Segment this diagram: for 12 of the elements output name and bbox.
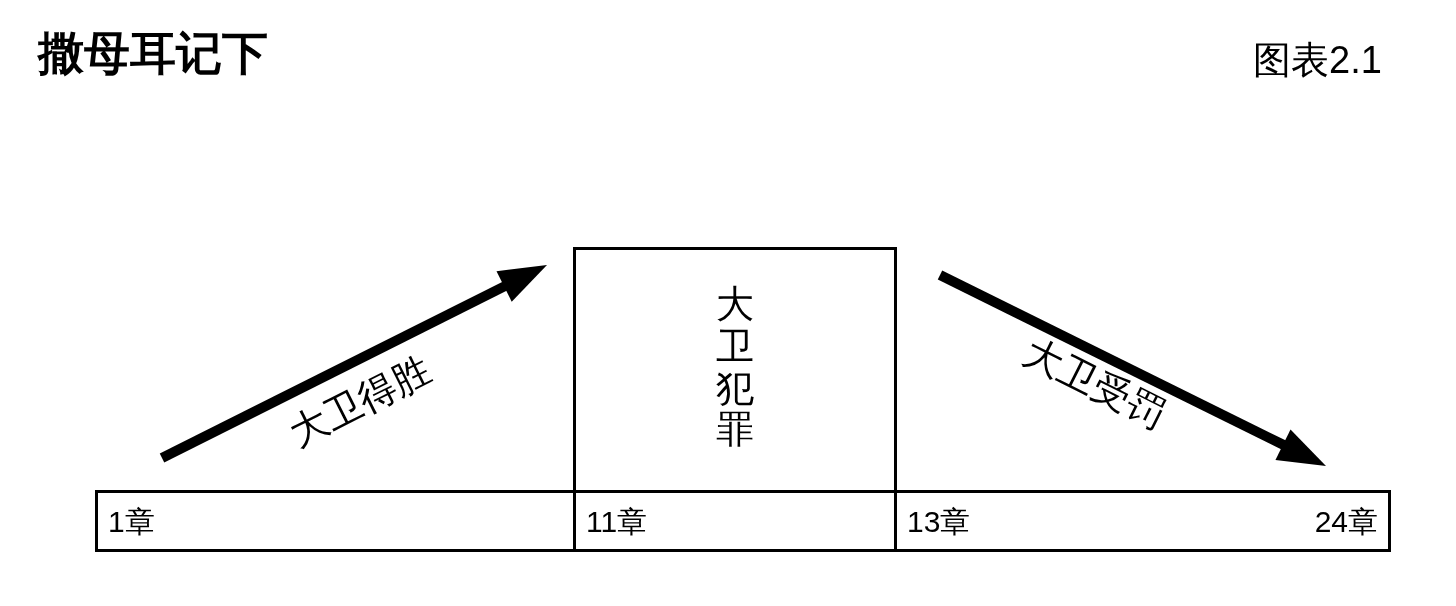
chapter-label: 11章 [586, 504, 648, 538]
box-label: 大卫犯罪 [716, 284, 754, 452]
event-box [573, 247, 897, 493]
chapter-segment [894, 490, 1391, 552]
arrow-label: 大卫得胜 [283, 349, 439, 455]
figure-number: 图表2.1 [1253, 40, 1382, 82]
diagram-title: 撒母耳记下 [38, 28, 268, 79]
arrow-label: 大卫受罚 [1016, 331, 1172, 437]
chapter-label: 24章 [1314, 504, 1378, 538]
chapter-label: 13章 [907, 504, 971, 538]
chapter-label: 1章 [108, 504, 155, 538]
chapter-segment [95, 490, 576, 552]
